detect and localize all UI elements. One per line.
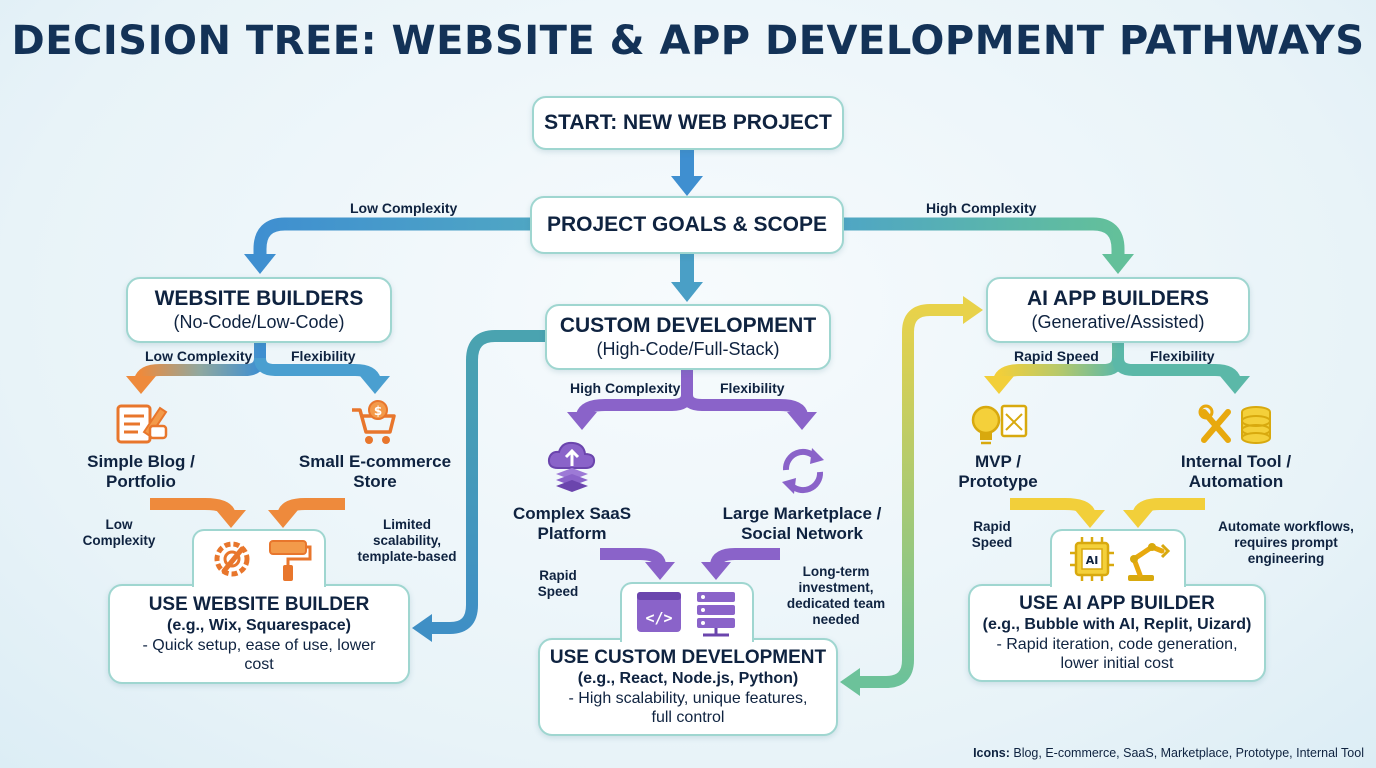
shopping-cart-icon: $ bbox=[348, 400, 400, 453]
arrow-ai-to-custom-outcome bbox=[840, 296, 983, 696]
goals-node: PROJECT GOALS & SCOPE bbox=[530, 196, 844, 254]
outcome-website-builder: USE WEBSITE BUILDER (e.g., Wix, Squaresp… bbox=[108, 584, 410, 684]
gear-wrench-paint-roller-icon bbox=[214, 540, 312, 581]
website-note-left: Low Complexity bbox=[82, 517, 156, 548]
start-label: START: NEW WEB PROJECT bbox=[544, 111, 832, 134]
arrow-website-split bbox=[126, 342, 390, 394]
outcome-custom-development: USE CUSTOM DEVELOPMENT (e.g., React, Nod… bbox=[538, 638, 838, 736]
svg-text:AI: AI bbox=[1086, 554, 1099, 567]
icon-legend-footer: Icons: Blog, E-commerce, SaaS, Marketpla… bbox=[973, 746, 1364, 760]
custom-note-right: Long-term investment, dedicated team nee… bbox=[786, 564, 886, 627]
ai-split-label-right: Flexibility bbox=[1150, 348, 1215, 364]
outcome-website-desc: - Quick setup, ease of use, lower cost bbox=[142, 637, 376, 673]
svg-text:</>: </> bbox=[645, 609, 672, 627]
refresh-cycle-icon bbox=[776, 444, 830, 503]
ai-app-builders-node: AI APP BUILDERS (Generative/Assisted) bbox=[986, 277, 1250, 343]
arrow-website-options-to-outcome bbox=[150, 498, 345, 528]
website-note-right: Limited scalability, template-based bbox=[357, 517, 457, 564]
ai-builders-title: AI APP BUILDERS bbox=[1026, 287, 1210, 310]
ai-note-right: Automate workflows, requires prompt engi… bbox=[1218, 519, 1354, 566]
arrow-ai-options-to-outcome bbox=[1010, 498, 1205, 528]
start-node: START: NEW WEB PROJECT bbox=[532, 96, 844, 150]
outcome-website-title: USE WEBSITE BUILDER bbox=[148, 594, 370, 615]
footer-text: Blog, E-commerce, SaaS, Marketplace, Pro… bbox=[1013, 746, 1364, 760]
website-builders-subtitle: (No-Code/Low-Code) bbox=[173, 312, 345, 332]
option-complex-saas: Complex SaaS Platform bbox=[512, 504, 632, 543]
custom-split-label-left: High Complexity bbox=[570, 380, 681, 396]
custom-outcome-icon-tab: </> bbox=[620, 582, 754, 642]
website-builders-node: WEBSITE BUILDERS (No-Code/Low-Code) bbox=[126, 277, 392, 343]
edge-label-high-complexity: High Complexity bbox=[926, 200, 1037, 216]
ai-split-label-left: Rapid Speed bbox=[1014, 348, 1099, 364]
custom-dev-subtitle: (High-Code/Full-Stack) bbox=[596, 339, 780, 359]
arrow-goals-to-ai-builders bbox=[844, 217, 1134, 274]
custom-split-label-right: Flexibility bbox=[720, 380, 785, 396]
custom-note-left: Rapid Speed bbox=[537, 568, 579, 599]
cloud-saas-icon bbox=[546, 440, 598, 499]
lightbulb-prototype-icon bbox=[966, 402, 1028, 451]
arrow-custom-to-website-outcome bbox=[412, 330, 545, 642]
ai-note-left: Rapid Speed bbox=[971, 519, 1013, 550]
website-split-label-left: Low Complexity bbox=[145, 348, 253, 364]
arrow-goals-to-custom bbox=[671, 252, 703, 302]
outcome-website-examples: (e.g., Wix, Squarespace) bbox=[167, 617, 351, 634]
outcome-ai-desc: - Rapid iteration, code generation, lowe… bbox=[996, 636, 1238, 672]
edge-label-low-complexity: Low Complexity bbox=[350, 200, 458, 216]
custom-development-node: CUSTOM DEVELOPMENT (High-Code/Full-Stack… bbox=[545, 304, 831, 370]
tools-database-icon bbox=[1198, 404, 1274, 451]
outcome-custom-examples: (e.g., React, Node.js, Python) bbox=[577, 670, 799, 687]
ai-outcome-icon-tab: AI bbox=[1050, 529, 1186, 587]
ai-chip-robot-arm-icon: AI bbox=[1070, 537, 1171, 581]
arrow-ai-split bbox=[984, 342, 1250, 394]
outcome-ai-title: USE AI APP BUILDER bbox=[1019, 593, 1215, 614]
svg-text:$: $ bbox=[374, 404, 382, 418]
goals-label: PROJECT GOALS & SCOPE bbox=[546, 213, 828, 236]
footer-label: Icons: bbox=[973, 746, 1010, 760]
option-small-ecommerce: Small E-commerce Store bbox=[298, 452, 452, 491]
arrow-start-to-goals bbox=[671, 148, 703, 196]
website-outcome-icon-tab bbox=[192, 529, 326, 587]
outcome-ai-examples: (e.g., Bubble with AI, Replit, Uizard) bbox=[982, 616, 1252, 633]
arrow-goals-to-website-builders bbox=[244, 217, 530, 274]
website-split-label-right: Flexibility bbox=[291, 348, 356, 364]
custom-dev-title: CUSTOM DEVELOPMENT bbox=[559, 314, 817, 337]
outcome-custom-desc: - High scalability, unique features, ful… bbox=[568, 690, 808, 726]
outcome-custom-title: USE CUSTOM DEVELOPMENT bbox=[549, 647, 827, 668]
option-large-marketplace: Large Marketplace / Social Network bbox=[722, 504, 882, 543]
arrow-custom-split bbox=[567, 370, 817, 430]
code-server-icon: </> bbox=[637, 592, 735, 637]
option-internal-tool: Internal Tool / Automation bbox=[1180, 452, 1292, 491]
website-builders-title: WEBSITE BUILDERS bbox=[154, 287, 364, 310]
page-title: DECISION TREE: WEBSITE & APP DEVELOPMENT… bbox=[11, 18, 1365, 64]
arrow-custom-options-to-outcome bbox=[600, 548, 780, 580]
ai-builders-subtitle: (Generative/Assisted) bbox=[1031, 312, 1205, 332]
option-mvp-prototype: MVP / Prototype bbox=[958, 452, 1038, 491]
option-simple-blog: Simple Blog / Portfolio bbox=[87, 452, 195, 491]
outcome-ai-app-builder: USE AI APP BUILDER (e.g., Bubble with AI… bbox=[968, 584, 1266, 682]
blog-icon bbox=[114, 402, 168, 451]
